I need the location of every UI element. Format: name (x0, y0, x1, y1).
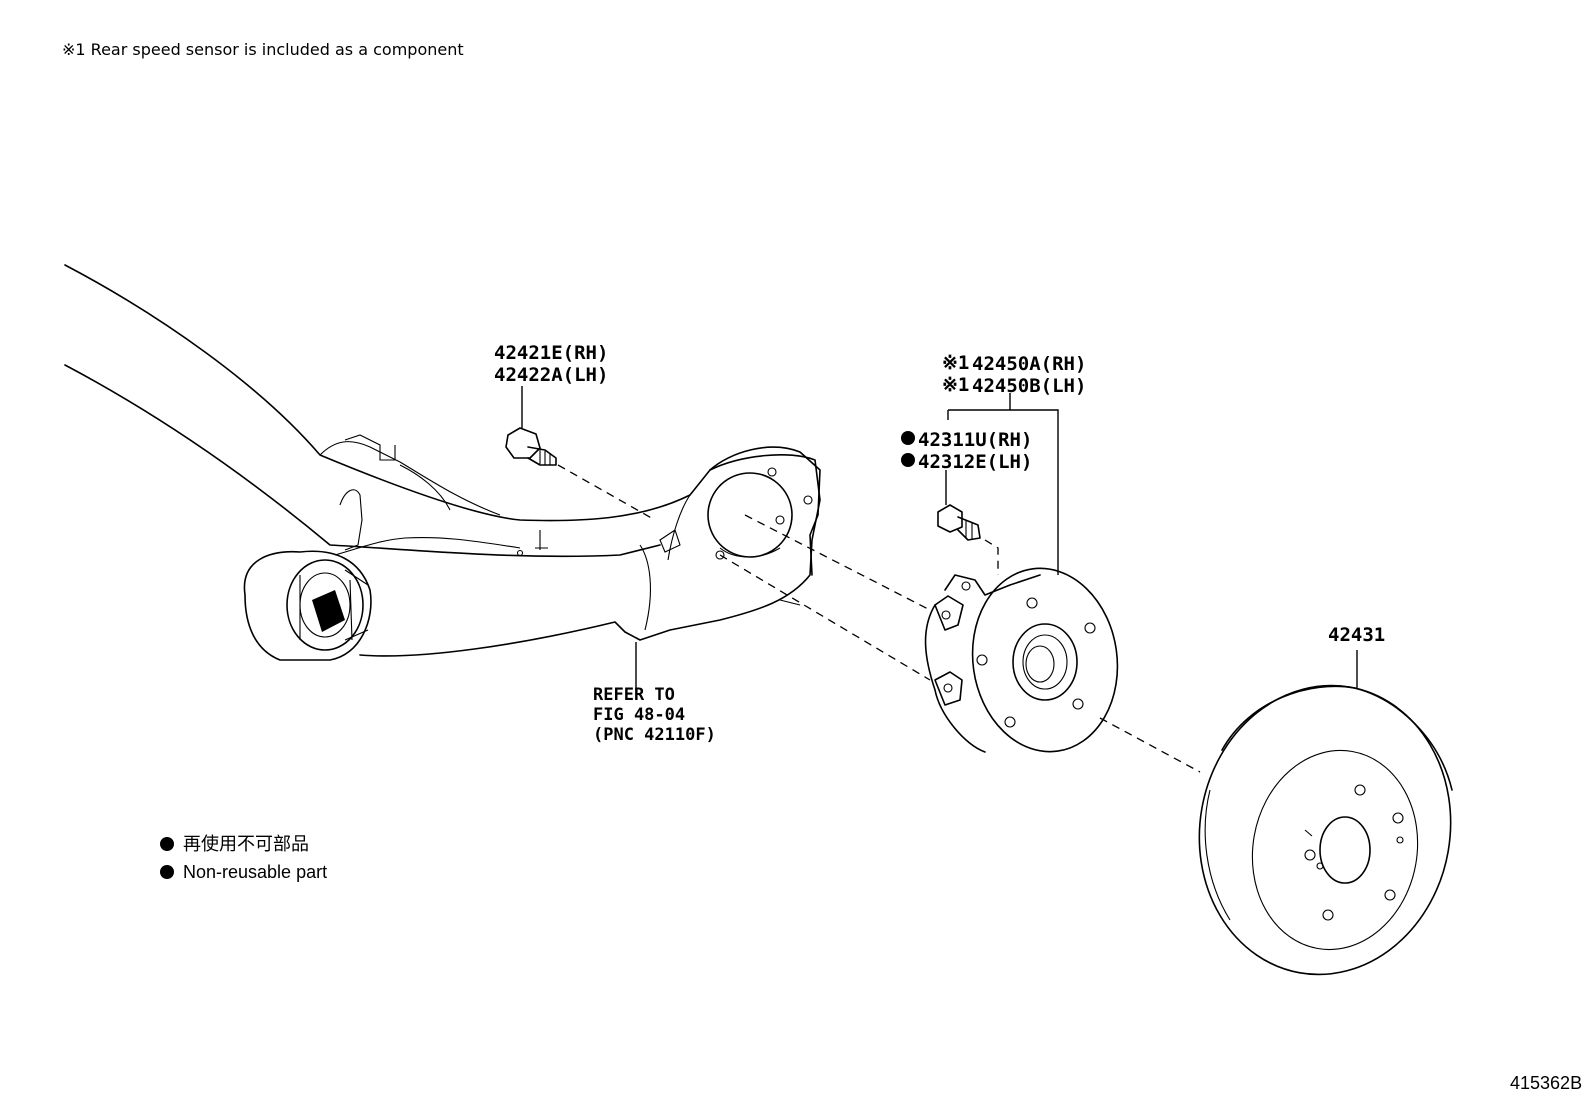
hub-disc-dash-line (1099, 717, 1201, 773)
axle-hub-dash-2 (719, 554, 931, 681)
non-reusable-bullet-1 (901, 431, 915, 445)
refer-line-1: REFER TO (593, 685, 675, 705)
label-42421E: 42421E(RH) (494, 342, 608, 364)
refer-line-2: FIG 48-04 (593, 705, 685, 725)
hub-bolt (937, 504, 981, 541)
label-42422A: 42422A(LH) (494, 364, 608, 386)
rear-axle-beam (64, 264, 821, 661)
figure-id: 415362B (1510, 1073, 1582, 1093)
refer-line-3: (PNC 42110F) (593, 725, 716, 745)
hub-mark-lh: ※1 (942, 374, 969, 396)
hub-bearing-assembly (924, 567, 1119, 753)
hub-leader (947, 393, 1059, 575)
axle-hub-dash-1 (744, 514, 931, 611)
hubbolt-dash-line (984, 539, 999, 575)
label-42450B: 42450B(LH) (972, 375, 1086, 397)
non-reusable-bullet-2 (901, 453, 915, 467)
axle-bolt (505, 427, 557, 466)
legend-english: Non-reusable part (183, 862, 327, 882)
label-42311U: 42311U(RH) (918, 429, 1032, 451)
bolt-dash-line (557, 464, 656, 521)
header-note: ※1 Rear speed sensor is included as a co… (62, 40, 464, 59)
disc-rotor (1198, 684, 1453, 976)
legend-japanese: 再使用不可部品 (183, 834, 309, 854)
legend-bullet-en (160, 865, 174, 879)
legend-bullet-jp (160, 837, 174, 851)
label-42312E: 42312E(LH) (918, 451, 1032, 473)
label-42431: 42431 (1328, 624, 1385, 646)
label-42450A: 42450A(RH) (972, 353, 1086, 375)
hub-mark-rh: ※1 (942, 352, 969, 374)
